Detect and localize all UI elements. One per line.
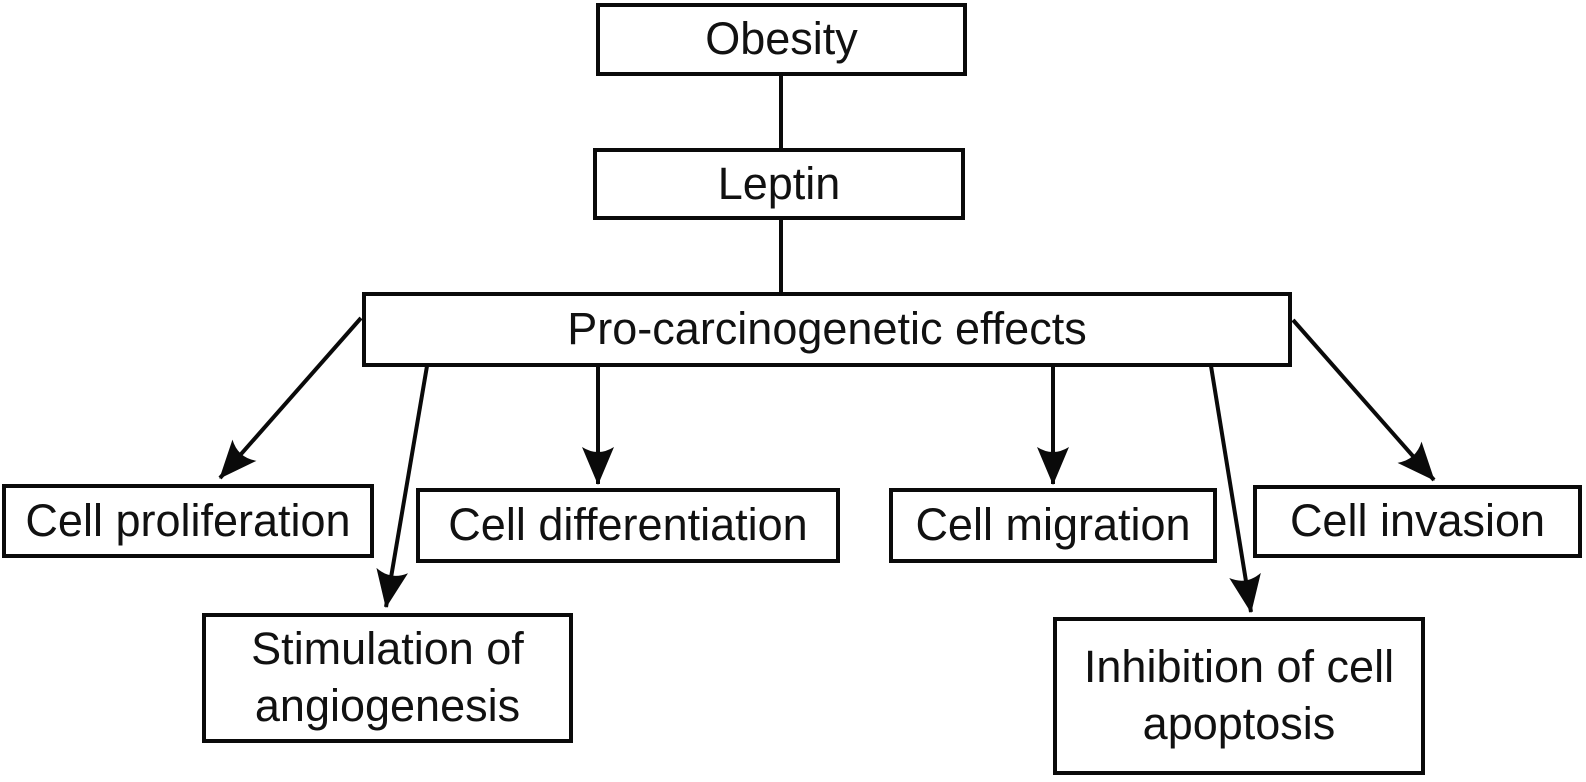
arrow-pro-effects-to-cell-invasion <box>1291 318 1436 482</box>
node-obesity: Obesity <box>596 3 967 76</box>
node-stimulation-of-angiogenesis: Stimulation of angiogenesis <box>202 613 573 743</box>
node-stimulation-of-angiogenesis-label: Stimulation of angiogenesis <box>251 623 524 731</box>
node-cell-differentiation-label: Cell differentiation <box>448 499 808 551</box>
node-pro-carcinogenetic-effects: Pro-carcinogenetic effects <box>362 292 1292 367</box>
node-cell-proliferation: Cell proliferation <box>2 484 374 558</box>
node-cell-invasion: Cell invasion <box>1253 485 1582 558</box>
node-cell-migration-label: Cell migration <box>915 499 1191 551</box>
node-leptin-label: Leptin <box>717 157 841 209</box>
node-obesity-label: Obesity <box>705 13 858 65</box>
node-inhibition-of-cell-apoptosis: Inhibition of cell apoptosis <box>1053 617 1425 775</box>
node-inhibition-of-cell-apoptosis-label: Inhibition of cell apoptosis <box>1083 641 1395 749</box>
node-cell-differentiation: Cell differentiation <box>416 488 840 563</box>
arrow-pro-effects-to-stimulation-angiogenesis <box>376 365 429 608</box>
node-cell-migration: Cell migration <box>889 488 1217 563</box>
node-cell-proliferation-label: Cell proliferation <box>25 494 351 546</box>
node-cell-invasion-label: Cell invasion <box>1289 495 1546 547</box>
arrow-pro-effects-to-cell-proliferation <box>218 316 363 480</box>
node-pro-carcinogenetic-effects-label: Pro-carcinogenetic effects <box>567 303 1087 355</box>
arrow-pro-effects-to-inhibition-apoptosis <box>1209 365 1261 613</box>
node-leptin: Leptin <box>593 148 965 220</box>
